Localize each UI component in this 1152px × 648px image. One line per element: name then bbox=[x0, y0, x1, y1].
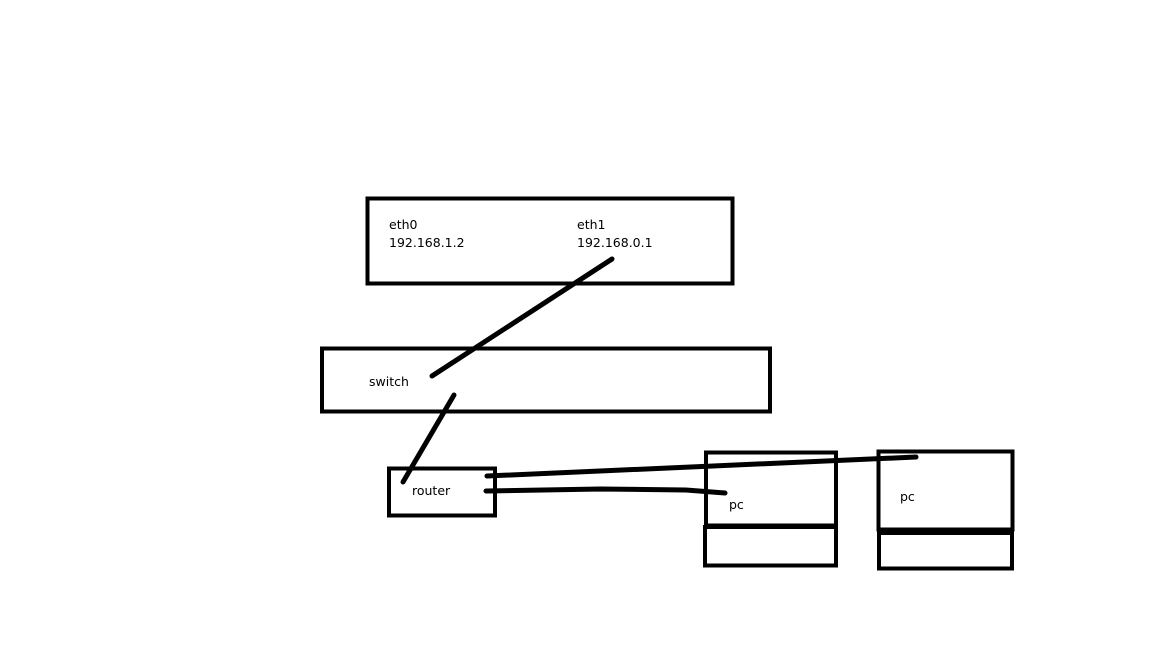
eth0-ip-label: 192.168.1.2 bbox=[389, 235, 465, 250]
host-node: eth0 192.168.1.2 eth1 192.168.0.1 bbox=[365, 196, 735, 286]
eth0-name-label: eth0 bbox=[389, 217, 418, 232]
pc2-base-box bbox=[877, 531, 1014, 571]
host-box bbox=[365, 196, 735, 286]
switch-box bbox=[320, 346, 772, 414]
eth1-ip-label: 192.168.0.1 bbox=[577, 235, 653, 250]
pc-node-2: pc bbox=[876, 449, 1015, 571]
pc1-label: pc bbox=[729, 497, 744, 512]
link-router-to-pc1 bbox=[483, 486, 728, 496]
pc2-monitor-box bbox=[876, 449, 1015, 532]
pc2-label: pc bbox=[900, 489, 915, 504]
router-label: router bbox=[412, 483, 451, 498]
link-eth1-to-switch bbox=[429, 256, 615, 379]
link-switch-to-router bbox=[400, 392, 457, 485]
pc-node-1: pc bbox=[703, 450, 838, 568]
link-router-to-pc2 bbox=[484, 454, 919, 479]
pc1-base-box bbox=[703, 525, 838, 568]
switch-node: switch bbox=[320, 346, 772, 414]
eth1-name-label: eth1 bbox=[577, 217, 605, 232]
switch-label: switch bbox=[369, 374, 409, 389]
